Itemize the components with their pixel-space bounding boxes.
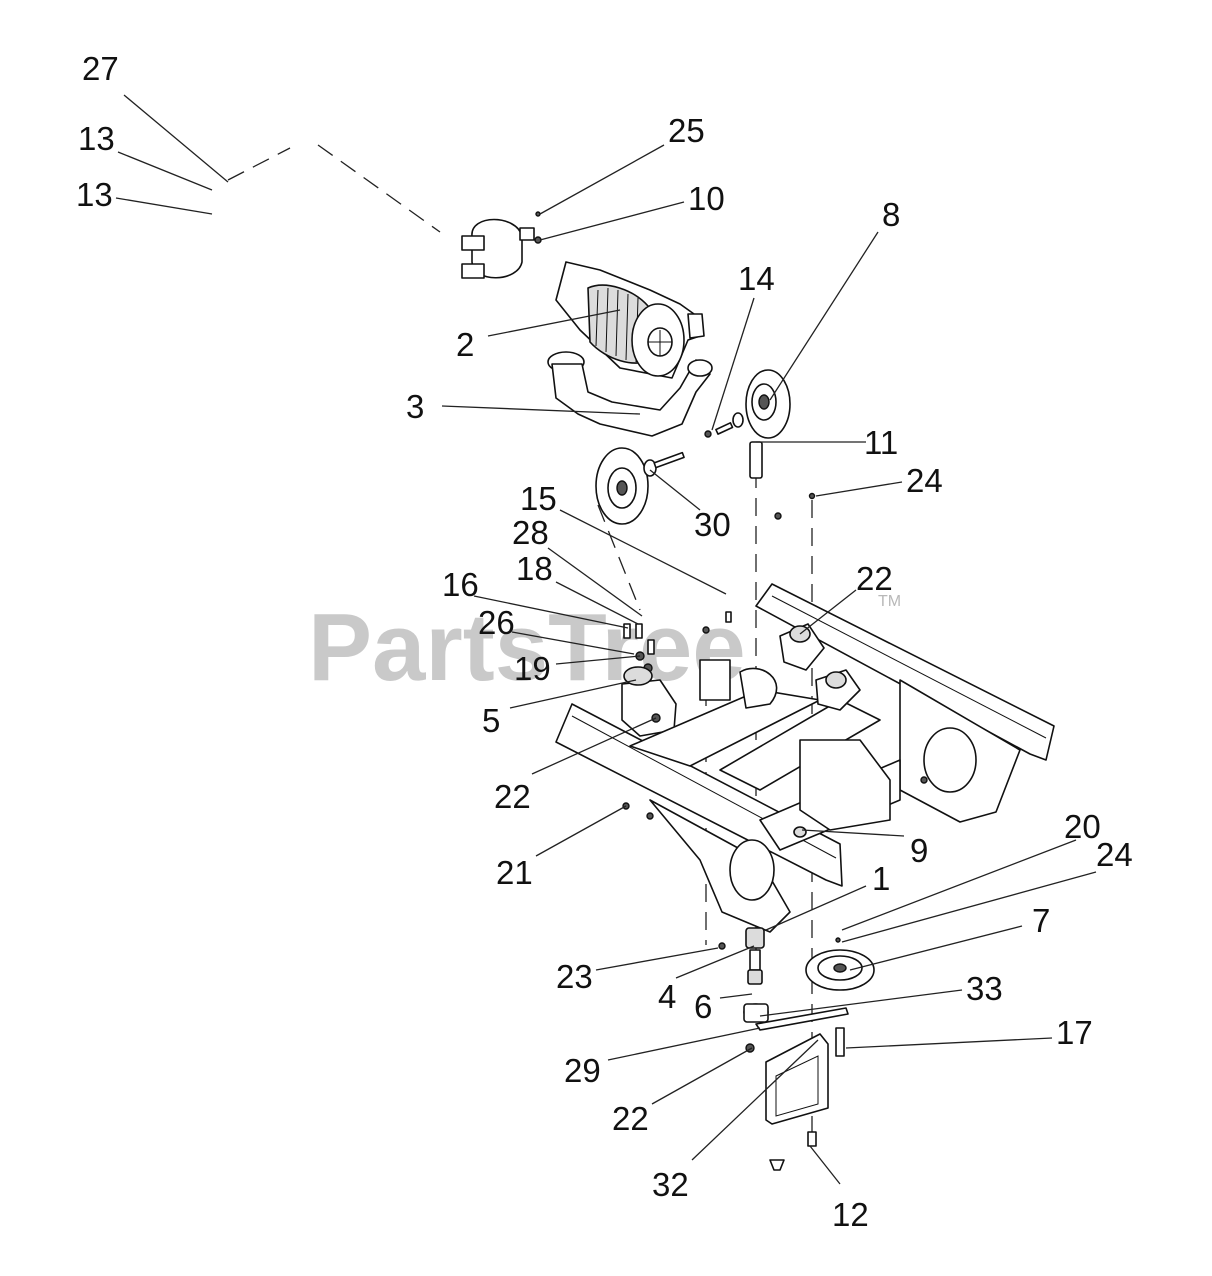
- callout-22: 22: [612, 1100, 649, 1137]
- callout-11: 11: [864, 424, 898, 461]
- watermark: PartsTree: [308, 594, 746, 701]
- callout-13: 13: [76, 176, 113, 213]
- callout-4: 4: [658, 978, 676, 1015]
- callout-21: 21: [496, 854, 533, 891]
- callout-23: 23: [556, 958, 593, 995]
- callout-32: 32: [652, 1166, 689, 1203]
- callout-33: 33: [966, 970, 1003, 1007]
- callout-7: 7: [1032, 902, 1050, 939]
- bracket-hardware: [623, 611, 732, 673]
- callout-24: 24: [1096, 836, 1133, 873]
- callout-12: 12: [832, 1196, 869, 1233]
- brake-bracket: [765, 1033, 829, 1171]
- callout-25: 25: [668, 112, 705, 149]
- callout-22: 22: [856, 560, 893, 597]
- callout-19: 19: [514, 650, 551, 687]
- callout-17: 17: [1056, 1014, 1093, 1051]
- callout-28: 28: [512, 514, 549, 551]
- spacer-tube: [749, 441, 816, 520]
- callout-10: 10: [688, 180, 725, 217]
- callout-15: 15: [520, 480, 557, 517]
- callout-30: 30: [694, 506, 731, 543]
- air-filter: [555, 261, 705, 379]
- watermark-tm: TM: [878, 593, 901, 610]
- drive-pulley: [805, 937, 875, 991]
- callout-9: 9: [910, 832, 928, 869]
- callout-13: 13: [78, 120, 115, 157]
- idler-pulley-upper: [704, 369, 791, 439]
- callout-29: 29: [564, 1052, 601, 1089]
- callout-20: 20: [1064, 808, 1101, 845]
- callout-labels: 27 13 13 25 10 8 14 2 3 11 24 30 15 28 2…: [76, 50, 1133, 1233]
- leader-lines: [115, 94, 1097, 1185]
- callout-24: 24: [906, 462, 943, 499]
- mounting-clamp: [461, 211, 542, 279]
- idler-pulley-lower: [595, 447, 685, 525]
- callout-16: 16: [442, 566, 479, 603]
- main-frame: [555, 583, 1055, 933]
- callout-22: 22: [494, 778, 531, 815]
- callout-3: 3: [406, 388, 424, 425]
- callout-26: 26: [478, 604, 515, 641]
- callout-8: 8: [882, 196, 900, 233]
- callout-2: 2: [456, 326, 474, 363]
- callout-6: 6: [694, 988, 712, 1025]
- callout-18: 18: [516, 550, 553, 587]
- callout-27: 27: [82, 50, 119, 87]
- callout-1: 1: [872, 860, 890, 897]
- callout-5: 5: [482, 702, 500, 739]
- intake-hose: [547, 351, 713, 437]
- callout-14: 14: [738, 260, 775, 297]
- pivot-bushing: [743, 927, 769, 1023]
